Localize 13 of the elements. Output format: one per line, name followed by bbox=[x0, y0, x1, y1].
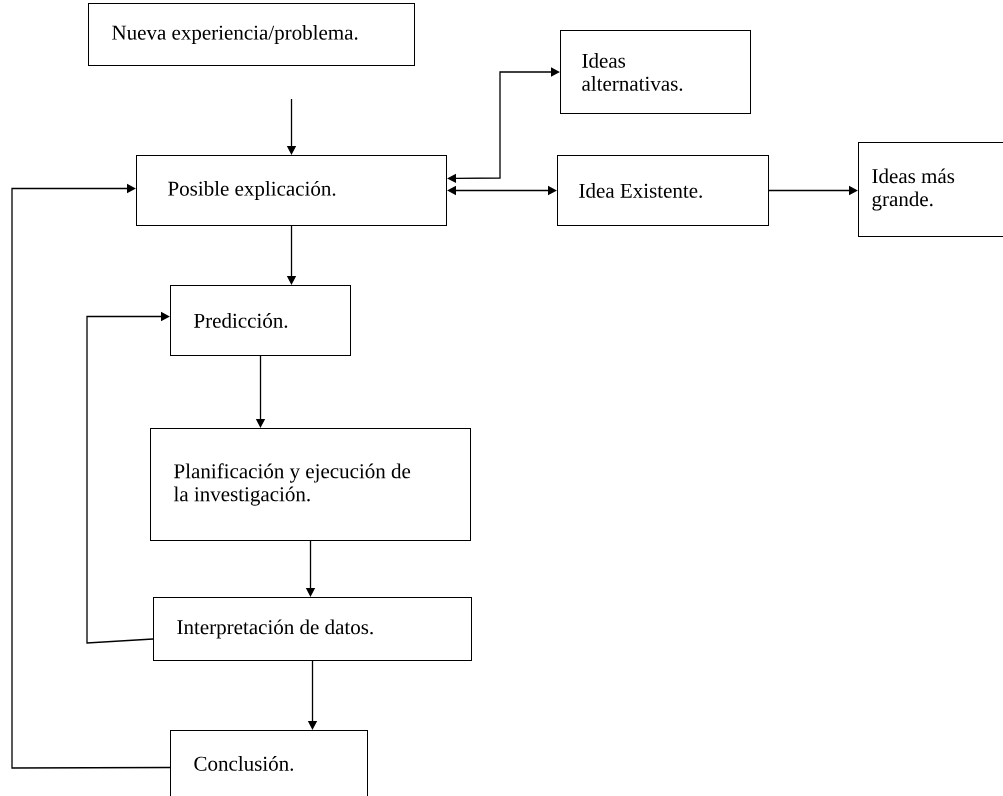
process-box: Posible explicación. bbox=[136, 155, 447, 226]
arrow bbox=[86, 311, 170, 644]
process-box: Nueva experiencia/problema. bbox=[88, 3, 415, 66]
process-box: Ideas más grande. bbox=[858, 142, 1003, 237]
process-box: Conclusión. bbox=[170, 730, 368, 796]
process-box: Predicción. bbox=[170, 285, 351, 356]
arrow bbox=[447, 185, 557, 196]
process-box: Interpretación de datos. bbox=[153, 597, 472, 661]
arrow bbox=[11, 183, 171, 769]
process-box: Planificación y ejecución de la investigación. bbox=[150, 428, 471, 541]
arrow bbox=[447, 67, 560, 184]
process-box: Ideas alternativas. bbox=[560, 30, 751, 114]
process-box: Idea Existente. bbox=[557, 155, 769, 226]
